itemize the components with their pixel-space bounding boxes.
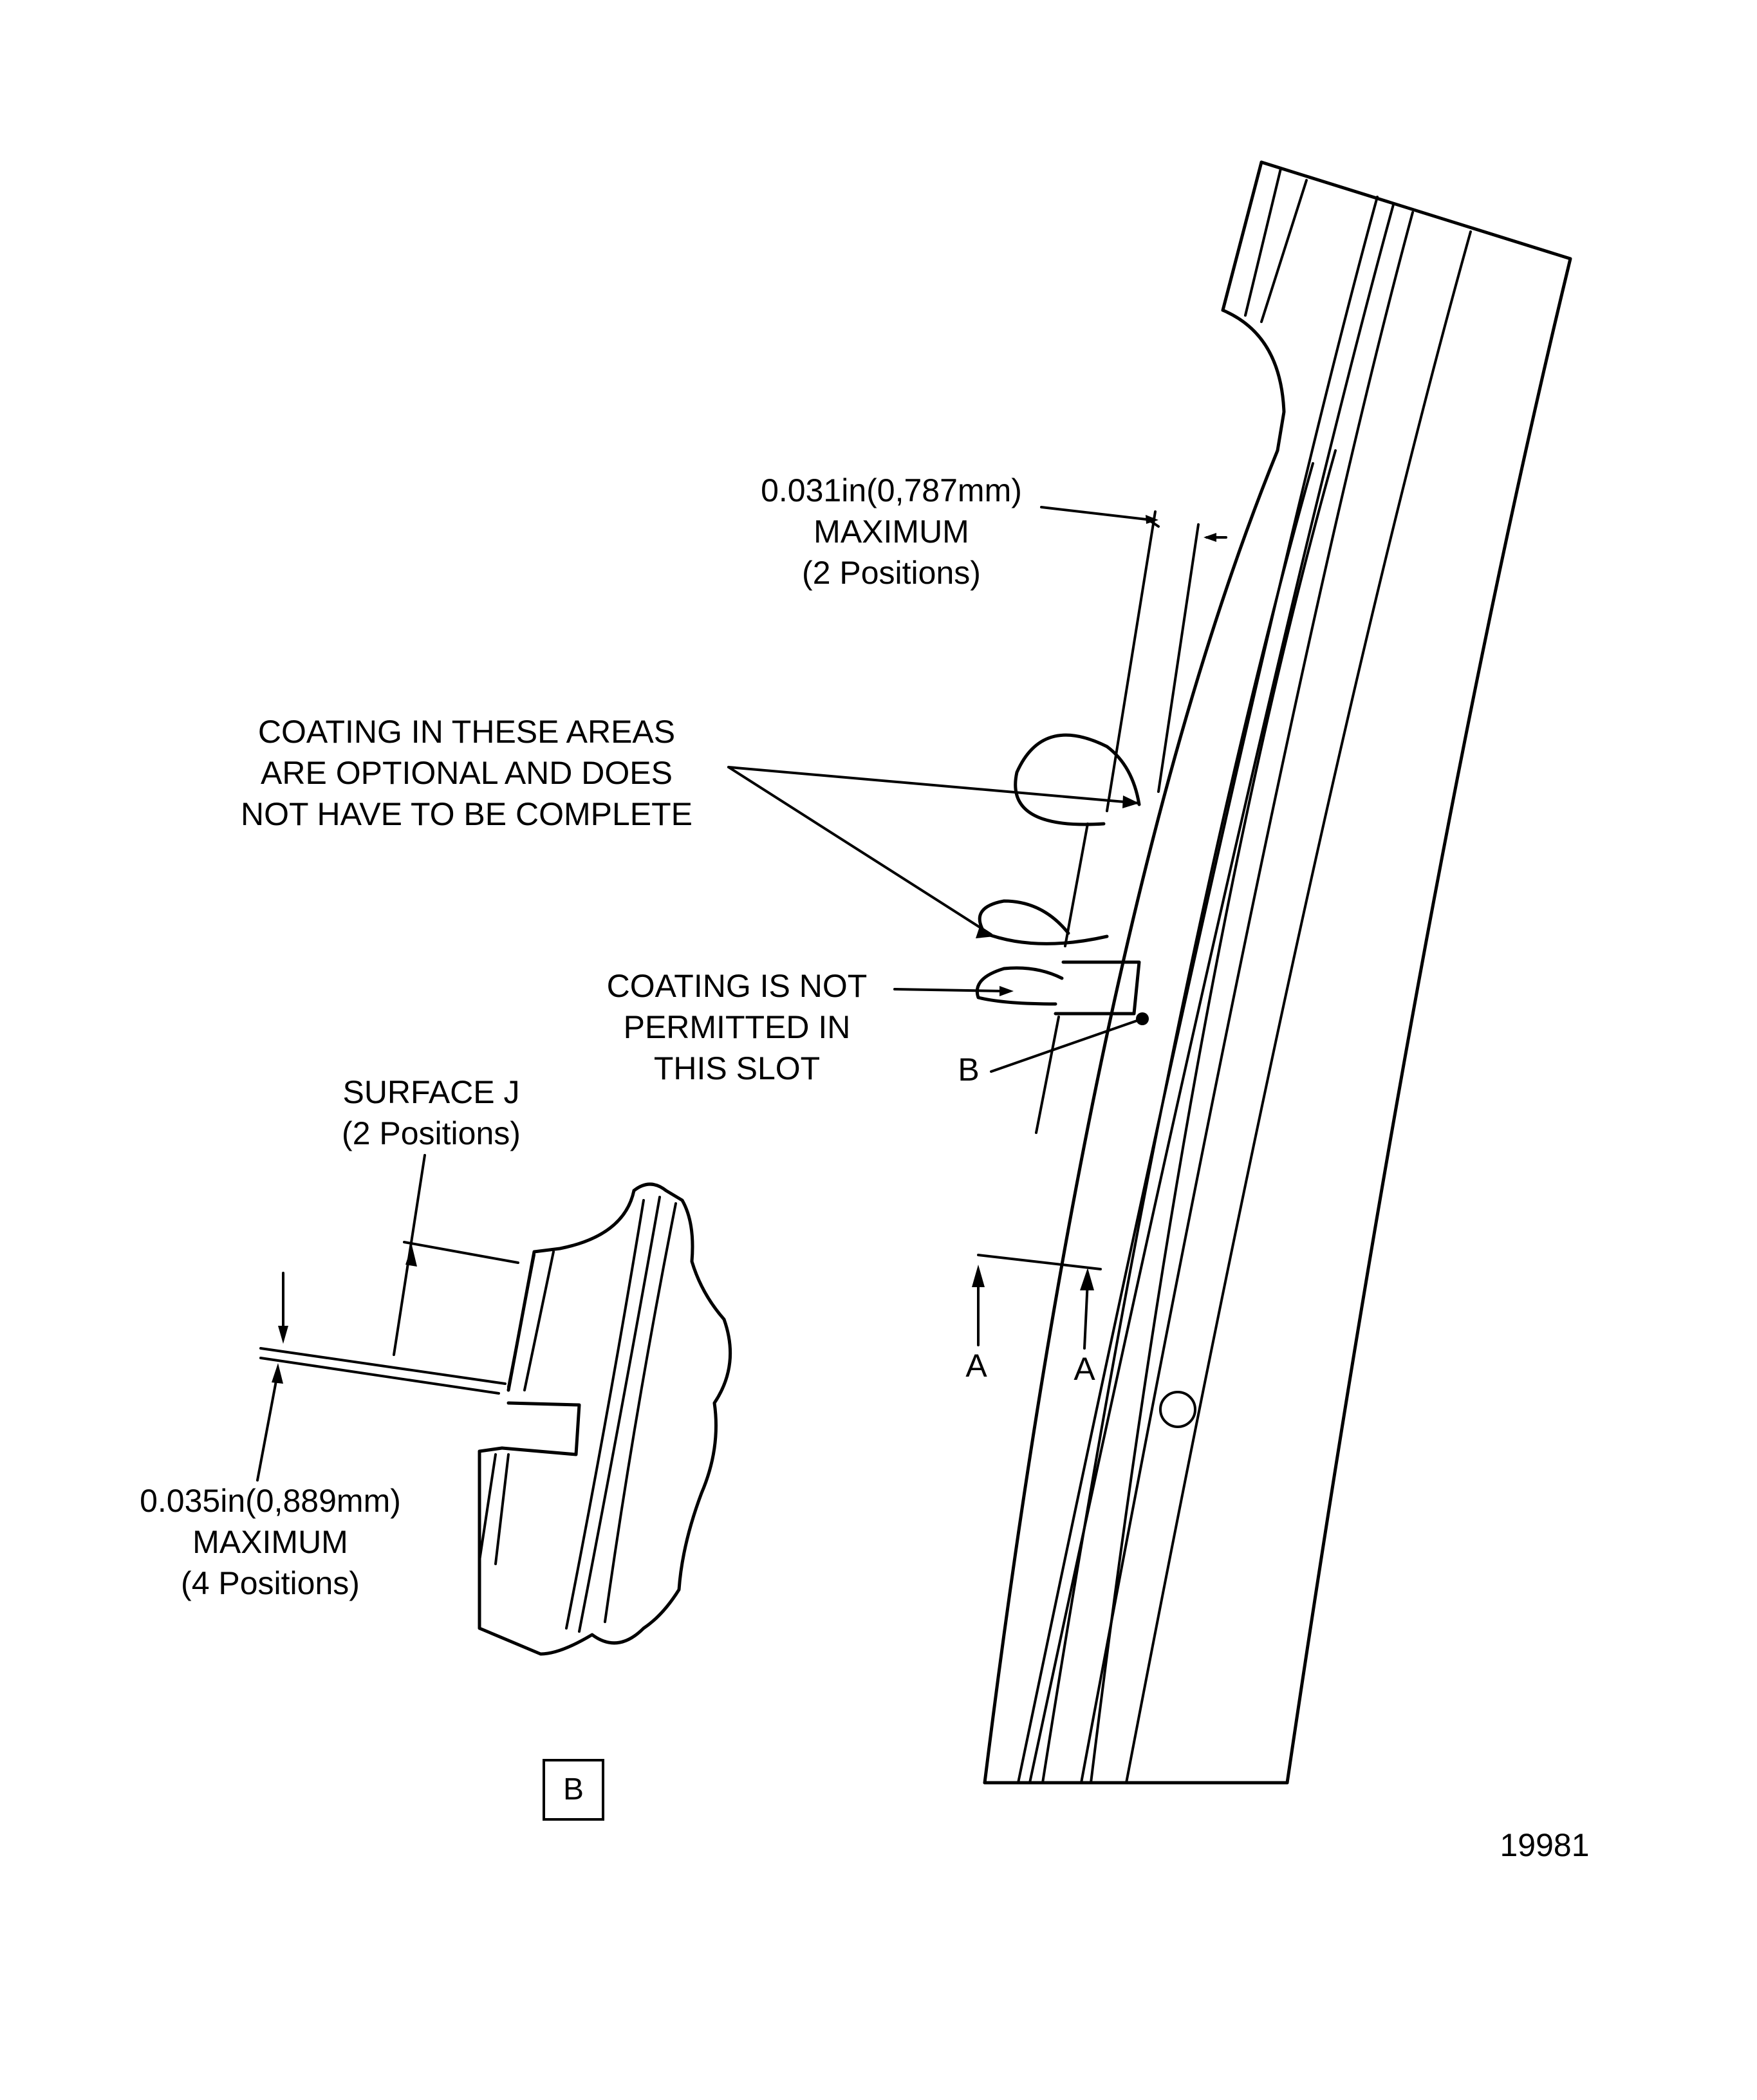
dim-035-maximum: MAXIMUM: [192, 1524, 348, 1560]
coating-optional-line1: COATING IN THESE AREAS: [257, 714, 676, 750]
section-a-cut: [972, 1254, 1102, 1350]
main-part-contour-lines: [1017, 167, 1472, 1784]
dim-031-maximum: MAXIMUM: [813, 514, 969, 550]
main-part-outline: [983, 160, 1572, 1785]
detail-b-box-label: B: [543, 1759, 604, 1821]
detail-b-contours: [478, 1196, 677, 1633]
hole: [1159, 1391, 1196, 1428]
surface-j-positions: (2 Positions): [342, 1115, 521, 1151]
coating-leaders: [727, 766, 1140, 938]
dim-031-value: 0.031in(0,787mm): [761, 472, 1022, 508]
surface-j-dims: [259, 1154, 519, 1395]
coating-not-permitted-note: COATING IS NOT PERMITTED IN THIS SLOT: [582, 965, 891, 1089]
not-permitted-leader: [893, 986, 1014, 996]
figure-number: 19981: [1500, 1827, 1590, 1863]
coating-blobs: [976, 733, 1141, 1006]
not-permitted-line1: COATING IS NOT: [606, 968, 868, 1004]
dim-031-positions: (2 Positions): [802, 555, 981, 591]
point-b-label: B: [958, 1052, 980, 1088]
dim-031-label: 0.031in(0,787mm) MAXIMUM (2 Positions): [740, 470, 1043, 593]
not-permitted-line3: THIS SLOT: [653, 1050, 821, 1086]
dim-035-value: 0.035in(0,889mm): [140, 1483, 401, 1519]
not-permitted-line2: PERMITTED IN: [623, 1009, 851, 1045]
detail-b-part: [478, 1182, 732, 1656]
slot: [1035, 822, 1141, 1134]
section-a-left-label: A: [965, 1348, 987, 1384]
surface-j-title: SURFACE J: [342, 1074, 520, 1110]
point-b-leader: [990, 1017, 1144, 1073]
dim-031-lines: [1040, 506, 1227, 812]
surface-j-label: SURFACE J (2 Positions): [322, 1072, 541, 1154]
coating-optional-line3: NOT HAVE TO BE COMPLETE: [240, 796, 693, 832]
dim-035-lines: [256, 1272, 288, 1482]
coating-optional-line2: ARE OPTIONAL AND DOES: [261, 755, 673, 791]
coating-optional-note: COATING IN THESE AREAS ARE OPTIONAL AND …: [212, 711, 721, 835]
dim-035-positions: (4 Positions): [181, 1565, 360, 1601]
section-a-right-label: A: [1074, 1351, 1095, 1387]
dim-035-label: 0.035in(0,889mm) MAXIMUM (4 Positions): [113, 1480, 428, 1604]
